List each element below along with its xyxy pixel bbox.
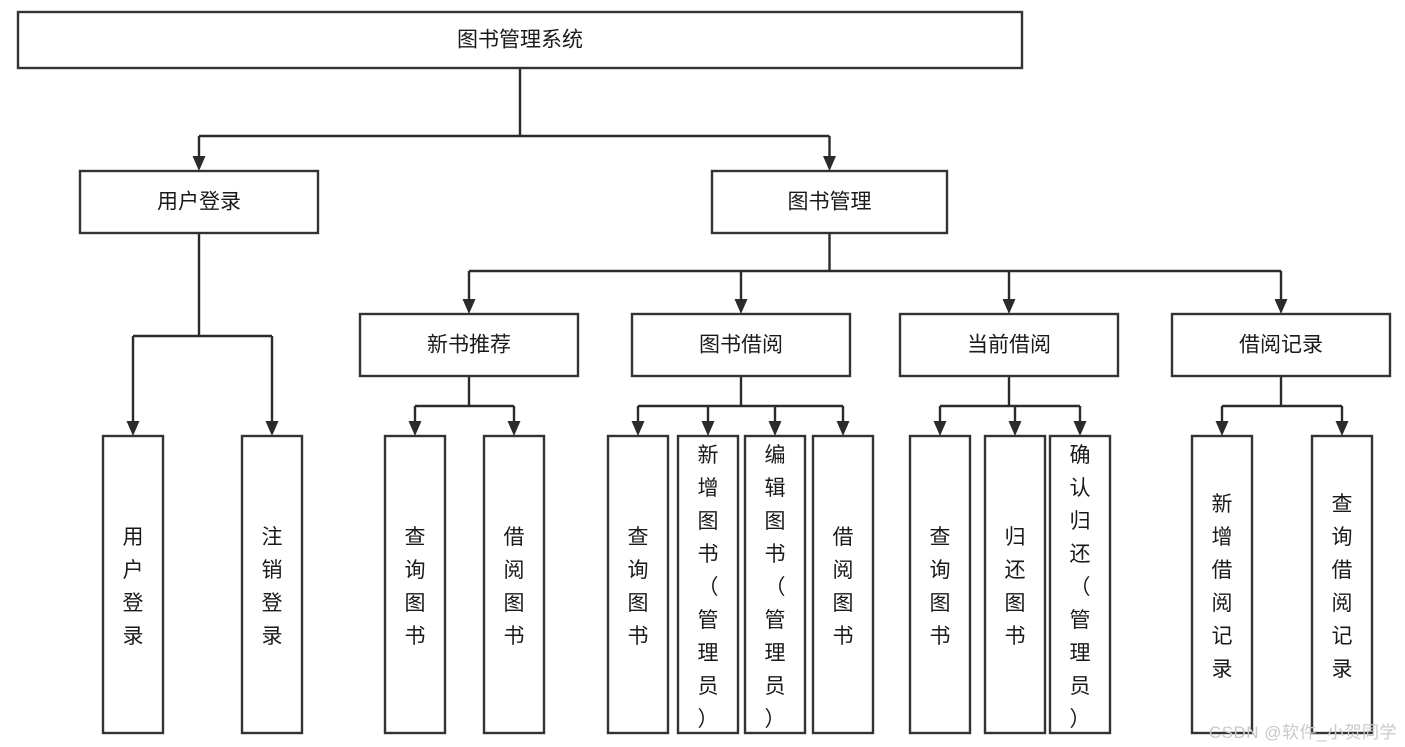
arrow-head-icon <box>1002 299 1016 314</box>
node-new-book-recommend[interactable]: 新书推荐 <box>358 312 580 378</box>
node-leaf-add-record[interactable]: 新增借阅记录 <box>1190 434 1254 735</box>
node-borrow-record[interactable]: 借阅记录 <box>1170 312 1392 378</box>
node-box <box>240 434 304 735</box>
arrow-head-icon <box>1215 421 1229 436</box>
node-box <box>811 434 875 735</box>
node-label: 查询借阅记录 <box>1332 493 1353 681</box>
arrow-head-icon <box>192 156 206 171</box>
node-box <box>1048 434 1112 735</box>
arrow-head-icon <box>265 421 279 436</box>
arrow-head-icon <box>836 421 850 436</box>
arrow-head-icon <box>1008 421 1022 436</box>
node-layer: 图书管理系统用户登录图书管理新书推荐图书借阅当前借阅借阅记录用户登录注销登录查询… <box>16 10 1392 735</box>
node-leaf-query-record[interactable]: 查询借阅记录 <box>1310 434 1374 735</box>
node-label: 借阅图书 <box>833 526 854 648</box>
node-label: 用户登录 <box>123 526 144 648</box>
arrow-head-icon <box>507 421 521 436</box>
node-box <box>676 434 740 735</box>
node-label: 注销登录 <box>262 526 283 648</box>
node-box <box>16 10 1024 70</box>
node-box <box>630 312 852 378</box>
node-label: 归还图书 <box>1005 526 1026 648</box>
node-label: 查询图书 <box>405 526 426 648</box>
node-box <box>983 434 1047 735</box>
node-box <box>908 434 972 735</box>
node-box <box>358 312 580 378</box>
node-label: 查询图书 <box>628 526 649 648</box>
node-box <box>606 434 670 735</box>
node-box <box>1170 312 1392 378</box>
node-box <box>482 434 546 735</box>
arrow-head-icon <box>734 299 748 314</box>
node-box <box>743 434 807 735</box>
node-label: 当前借阅 <box>967 334 1051 357</box>
arrow-head-icon <box>933 421 947 436</box>
node-user-login[interactable]: 用户登录 <box>78 169 320 235</box>
arrow-head-icon <box>408 421 422 436</box>
node-label: 查询图书 <box>930 526 951 648</box>
arrow-head-icon <box>1274 299 1288 314</box>
node-label: 用户登录 <box>157 191 241 214</box>
node-leaf-confirm-return[interactable]: 确认归还（管理员） <box>1048 434 1112 735</box>
node-leaf-user-login[interactable]: 用户登录 <box>101 434 165 735</box>
node-leaf-user-logout[interactable]: 注销登录 <box>240 434 304 735</box>
node-leaf-return-book[interactable]: 归还图书 <box>983 434 1047 735</box>
node-label: 图书管理系统 <box>457 29 583 52</box>
node-leaf-query-book-2[interactable]: 查询图书 <box>606 434 670 735</box>
arrow-head-icon <box>631 421 645 436</box>
connector-layer <box>126 68 1349 436</box>
node-current-borrow[interactable]: 当前借阅 <box>898 312 1120 378</box>
node-label: 新增借阅记录 <box>1212 493 1233 681</box>
node-leaf-query-book-1[interactable]: 查询图书 <box>383 434 447 735</box>
arrow-head-icon <box>823 156 836 171</box>
arrow-head-icon <box>1073 421 1087 436</box>
node-label: 借阅记录 <box>1239 334 1323 357</box>
node-box <box>1310 434 1374 735</box>
node-leaf-borrow-book-1[interactable]: 借阅图书 <box>482 434 546 735</box>
node-leaf-borrow-book-2[interactable]: 借阅图书 <box>811 434 875 735</box>
node-box <box>383 434 447 735</box>
node-label: 图书管理 <box>788 191 872 214</box>
arrow-head-icon <box>126 421 140 436</box>
arrow-head-icon <box>1335 421 1349 436</box>
arrow-head-icon <box>768 421 782 436</box>
node-box <box>898 312 1120 378</box>
node-box <box>78 169 320 235</box>
node-label: 编辑图书（管理员） <box>765 444 786 731</box>
node-label: 确认归还（管理员） <box>1070 444 1091 731</box>
arrow-head-icon <box>701 421 715 436</box>
node-book-manage[interactable]: 图书管理 <box>710 169 949 235</box>
node-root[interactable]: 图书管理系统 <box>16 10 1024 70</box>
node-label: 借阅图书 <box>504 526 525 648</box>
arrow-head-icon <box>462 299 476 314</box>
node-leaf-add-book[interactable]: 新增图书（管理员） <box>676 434 740 735</box>
node-leaf-query-book-3[interactable]: 查询图书 <box>908 434 972 735</box>
node-box <box>710 169 949 235</box>
node-label: 新书推荐 <box>427 334 511 357</box>
node-box <box>1190 434 1254 735</box>
node-leaf-edit-book[interactable]: 编辑图书（管理员） <box>743 434 807 735</box>
node-label: 图书借阅 <box>699 334 783 357</box>
node-box <box>101 434 165 735</box>
node-label: 新增图书（管理员） <box>698 444 719 731</box>
node-book-borrow[interactable]: 图书借阅 <box>630 312 852 378</box>
